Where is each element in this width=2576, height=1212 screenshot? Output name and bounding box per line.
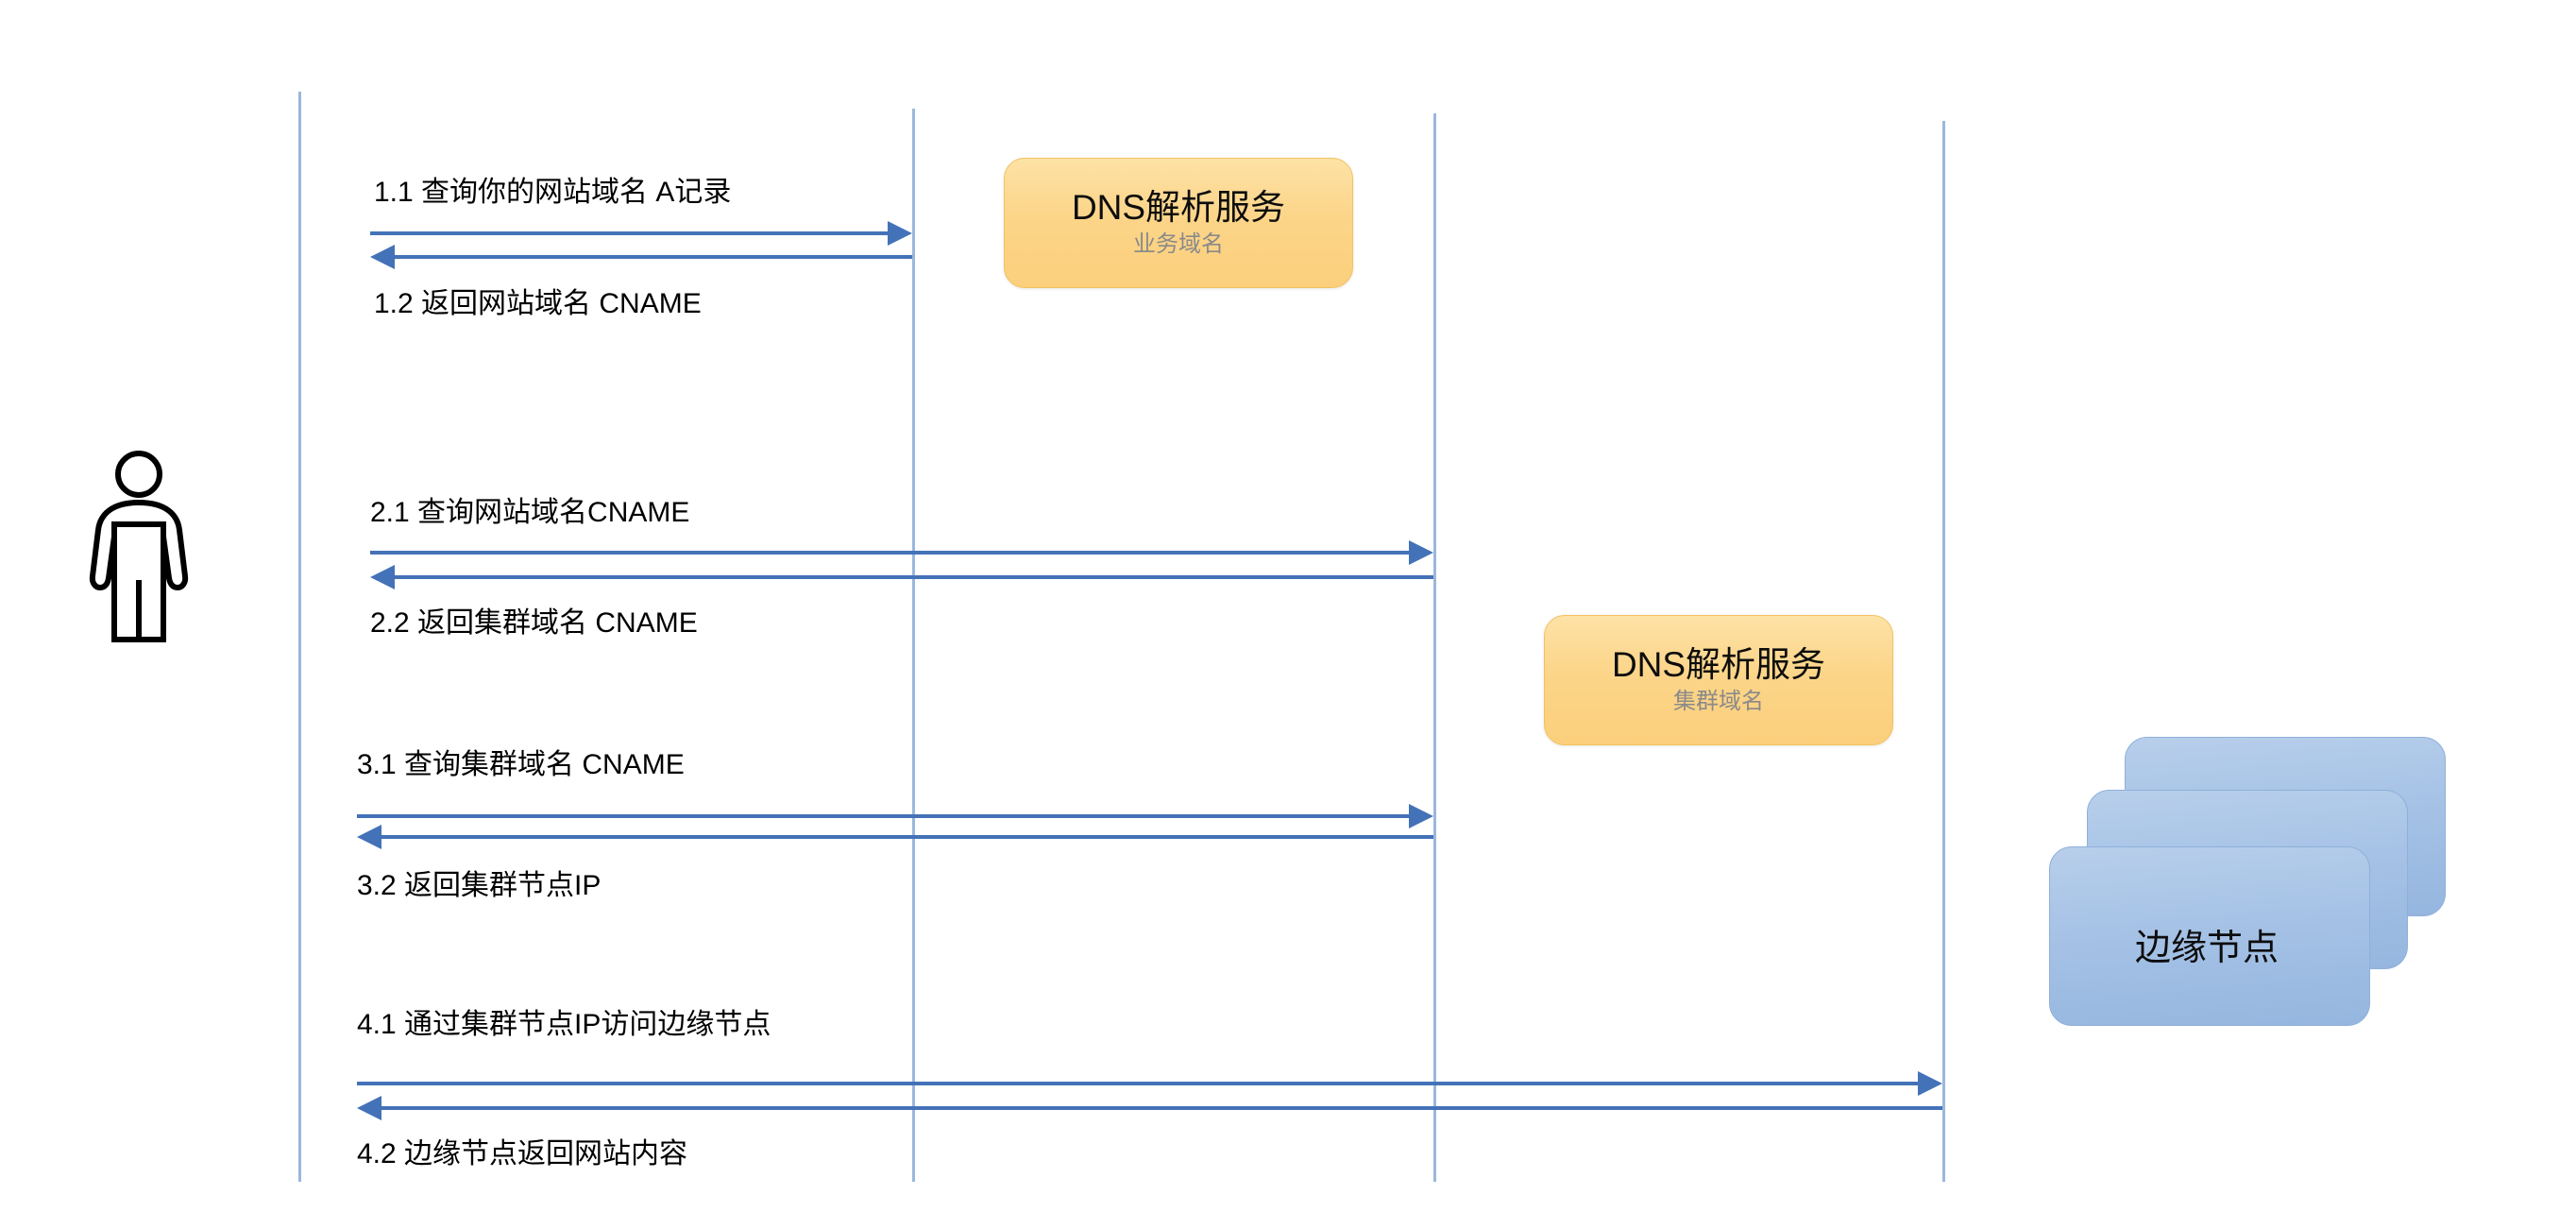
arrow-head-left-2-2 bbox=[370, 565, 395, 589]
node-title: DNS解析服务 bbox=[1611, 644, 1826, 684]
message-label-4-2: 4.2 边缘节点返回网站内容 bbox=[357, 1138, 688, 1169]
message-arrow-3-1 bbox=[357, 814, 1409, 818]
message-arrow-2-1 bbox=[370, 551, 1409, 555]
message-arrow-4-1 bbox=[357, 1082, 1918, 1085]
node-title: DNS解析服务 bbox=[1071, 187, 1286, 227]
node-subtitle: 业务域名 bbox=[1133, 230, 1224, 257]
edge-node-label: 边缘节点 bbox=[2135, 929, 2279, 968]
arrow-head-right-4-1 bbox=[1918, 1071, 1942, 1096]
arrow-head-left-3-2 bbox=[357, 825, 381, 849]
message-label-1-2: 1.2 返回网站域名 CNAME bbox=[374, 288, 702, 319]
message-arrow-4-2 bbox=[381, 1106, 1942, 1110]
message-label-4-1: 4.1 通过集群节点IP访问边缘节点 bbox=[357, 1009, 771, 1040]
node-subtitle: 集群域名 bbox=[1673, 688, 1764, 714]
node-dns-service-cluster[interactable]: DNS解析服务 集群域名 bbox=[1544, 615, 1893, 745]
lifeline-dns-service-cluster bbox=[1942, 121, 1945, 1182]
lifeline-user bbox=[298, 92, 301, 1182]
arrow-head-right-1-1 bbox=[888, 221, 912, 246]
message-arrow-1-1 bbox=[370, 231, 888, 235]
lifeline-dns-service-business bbox=[1433, 113, 1436, 1182]
arrow-head-right-2-1 bbox=[1409, 540, 1433, 565]
message-label-3-2: 3.2 返回集群节点IP bbox=[357, 870, 602, 901]
message-label-3-1: 3.1 查询集群域名 CNAME bbox=[357, 749, 685, 780]
message-arrow-1-2 bbox=[395, 255, 912, 259]
node-dns-service-business[interactable]: DNS解析服务 业务域名 bbox=[1004, 158, 1353, 288]
edge-node-card-front bbox=[2049, 846, 2370, 1026]
message-label-2-1: 2.1 查询网站域名CNAME bbox=[370, 497, 690, 528]
node-edge-node-stack[interactable]: 边缘节点 bbox=[2049, 737, 2465, 1049]
message-label-2-2: 2.2 返回集群域名 CNAME bbox=[370, 607, 698, 639]
lifeline-local-dns bbox=[912, 109, 915, 1182]
arrow-head-right-3-1 bbox=[1409, 804, 1433, 828]
message-arrow-2-2 bbox=[395, 575, 1433, 579]
stick-figure-svg bbox=[89, 451, 189, 642]
arrow-head-left-4-2 bbox=[357, 1096, 381, 1120]
message-arrow-3-2 bbox=[381, 835, 1433, 839]
arrow-head-left-1-2 bbox=[370, 245, 395, 269]
user-actor-icon bbox=[87, 449, 191, 642]
message-label-1-1: 1.1 查询你的网站域名 A记录 bbox=[374, 177, 732, 208]
